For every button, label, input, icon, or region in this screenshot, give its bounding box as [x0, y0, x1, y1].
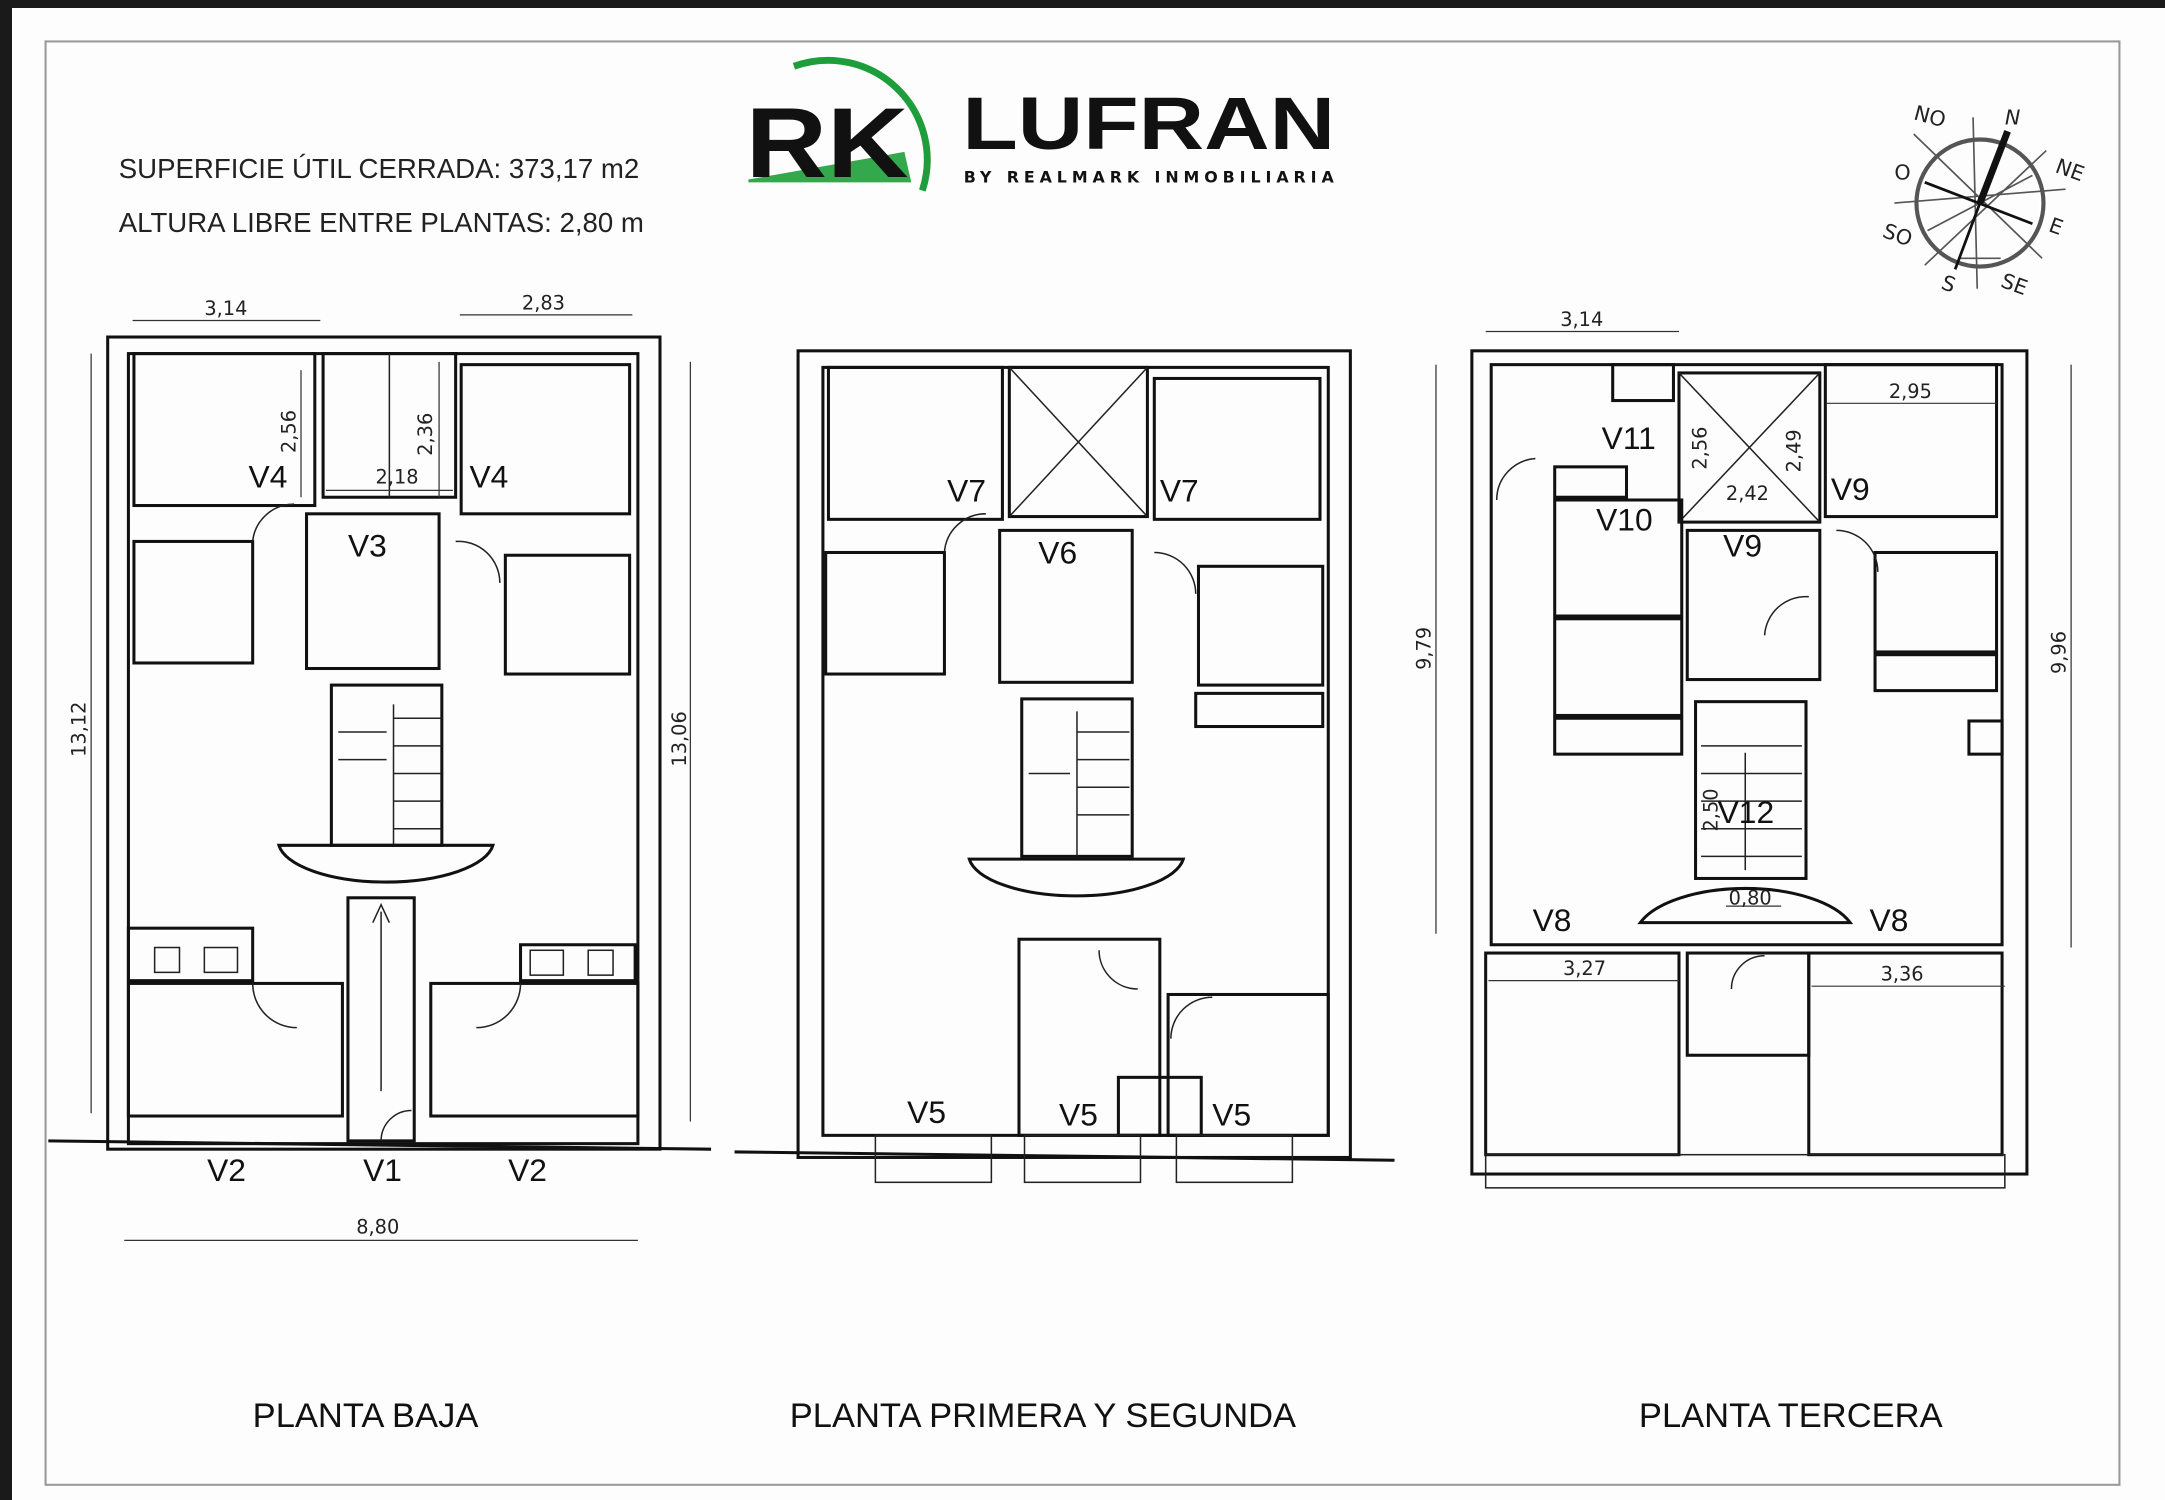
window-label: V8: [1870, 902, 1909, 938]
window-label: V1: [363, 1152, 402, 1188]
logo-tagline: BY REALMARK INMOBILIARIA: [964, 167, 1335, 186]
window-label: V5: [907, 1094, 946, 1130]
compass-o: O: [1894, 161, 1910, 185]
window-label: V2: [207, 1152, 246, 1188]
drawing-frame: [44, 40, 2121, 1486]
company-logo: RK LUFRAN BY REALMARK INMOBILIARIA: [746, 56, 1335, 199]
plan-title: PLANTA PRIMERA Y SEGUNDA: [790, 1397, 1296, 1435]
plan-title: PLANTA BAJA: [253, 1397, 479, 1435]
north-needle: [1976, 129, 2011, 205]
dim-236: 2,36: [414, 413, 437, 456]
dim-336: 3,36: [1881, 963, 1924, 986]
dim-880: 8,80: [356, 1215, 399, 1238]
compass-s: S: [1938, 270, 1959, 297]
dim-250: 2,50: [1700, 788, 1723, 831]
logo-name: LUFRAN: [962, 81, 1335, 165]
window-label: V5: [1212, 1097, 1251, 1133]
window-label: V9: [1831, 471, 1870, 507]
window-label: V11: [1602, 420, 1656, 456]
compass-rose: N NO NE O E SO SE S: [1880, 101, 2088, 300]
plan-title: PLANTA TERCERA: [1639, 1397, 1943, 1435]
dim-1306: 13,06: [668, 711, 691, 766]
window-label: V4: [469, 459, 508, 495]
compass-n: N: [2005, 105, 2020, 129]
logo-arc: [792, 56, 931, 192]
window-label: V5: [1059, 1097, 1098, 1133]
plan-planta-baja: 3,14 2,83 2,56 2,36 2,18 13,12 13,06 8,8…: [48, 291, 712, 1435]
compass-no: NO: [1911, 101, 1948, 132]
window-label: V9: [1723, 528, 1762, 564]
window-label: V12: [1718, 794, 1774, 830]
window-label: V7: [1160, 472, 1199, 508]
dim-295: 2,95: [1889, 380, 1932, 403]
street-line: [48, 1139, 712, 1151]
window-label: V10: [1596, 501, 1652, 537]
window-label: V2: [508, 1152, 547, 1188]
window-label: V8: [1533, 902, 1572, 938]
dim-080: 0,80: [1729, 887, 1772, 910]
compass-e: E: [2046, 213, 2067, 240]
dim-1312: 13,12: [68, 702, 91, 757]
dim-242: 2,42: [1726, 482, 1769, 505]
window-label: V6: [1038, 535, 1077, 571]
window-label: V3: [348, 528, 387, 564]
dim-249: 2,49: [1782, 429, 1805, 472]
plan-planta-tercera: 3,14 2,95 2,56 2,49 2,42 9,79 9,96 2,50 …: [1412, 308, 2072, 1435]
compass-so: SO: [1880, 219, 1916, 252]
dim-256: 2,56: [277, 410, 300, 453]
logo-mark: RK: [746, 88, 909, 199]
dim-327: 3,27: [1563, 957, 1606, 980]
dim-996: 9,96: [2048, 631, 2071, 674]
surface-text: SUPERFICIE ÚTIL CERRADA: 373,17 m2: [119, 153, 640, 184]
dim-256: 2,56: [1689, 427, 1712, 470]
dim-218: 2,18: [376, 465, 419, 488]
dim-314: 3,14: [1560, 308, 1603, 331]
height-text: ALTURA LIBRE ENTRE PLANTAS: 2,80 m: [119, 207, 644, 238]
compass-ne: NE: [2052, 154, 2087, 186]
dim-979: 9,79: [1412, 627, 1435, 670]
plan-planta-primera-segunda: V7 V7 V6 V5 V5 V5 PLANTA PRIMERA Y SEGUN…: [734, 349, 1395, 1435]
dim-width-right: 2,83: [522, 291, 565, 314]
logo-green-band: [748, 151, 912, 183]
dim-width-left: 3,14: [204, 297, 247, 320]
window-label: V7: [947, 472, 986, 508]
compass-se: SE: [1998, 269, 2031, 301]
window-label: V4: [249, 459, 288, 495]
